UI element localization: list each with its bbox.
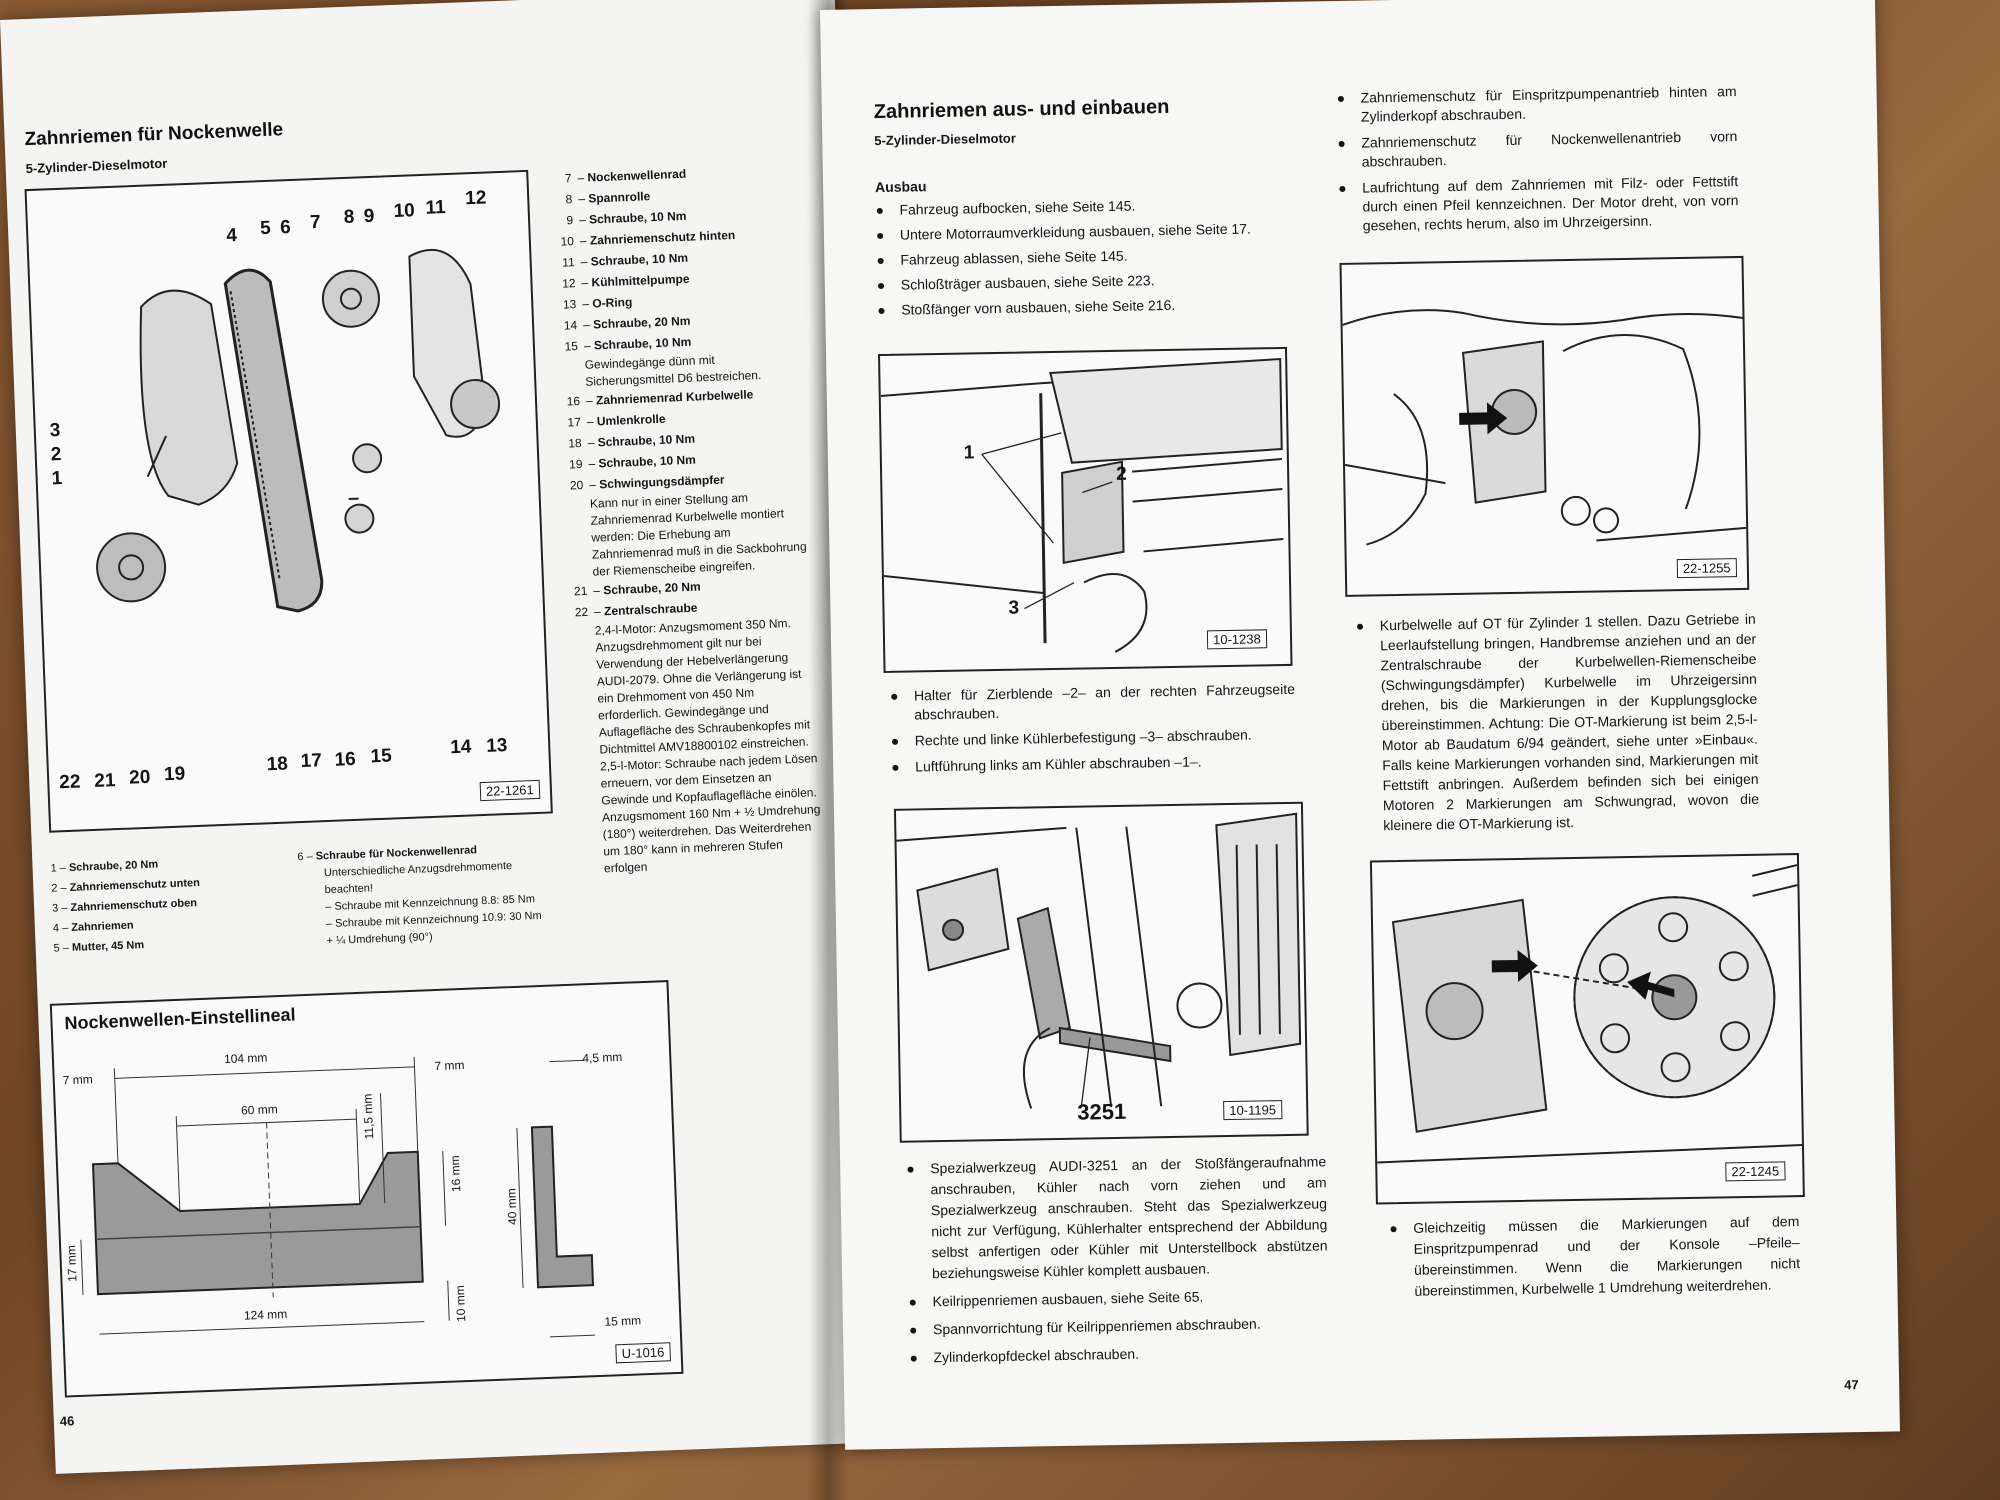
step-b3: Luftführung links am Kühler abschrauben … xyxy=(891,751,1296,777)
callout-15: 15 xyxy=(370,745,393,768)
steps-d: Zahnriemenschutz für Einspritzpumpenantr… xyxy=(1336,82,1739,243)
special-tool-illustration xyxy=(896,812,1302,1109)
figure-number-22-1255: 22-1255 xyxy=(1676,558,1737,579)
steps-c: Spezialwerkzeug AUDI-3251 an der Stoßfän… xyxy=(906,1151,1330,1375)
dim-60: 60 mm xyxy=(240,1102,278,1118)
dim-15: 15 mm xyxy=(604,1313,642,1329)
fig2-tool-number: 3251 xyxy=(1077,1098,1127,1125)
part-20-description: Kann nur in einer Stellung am Zahnriemen… xyxy=(589,490,807,579)
callout-8: 8 xyxy=(343,206,355,228)
step-f-block: Gleichzeitig müssen die Markierungen auf… xyxy=(1389,1211,1801,1309)
figure-10-1195: 3251 10-1195 xyxy=(893,801,1309,1143)
figure-number-10-1238: 10-1238 xyxy=(1206,629,1267,650)
callout-6: 6 xyxy=(279,216,292,239)
step-c3: Spannvorrichtung für Keilrippenriemen ab… xyxy=(909,1312,1329,1340)
callout-1: 1 xyxy=(51,467,63,490)
callout-3: 3 xyxy=(49,419,61,442)
figure-22-1245: 22-1245 xyxy=(1369,853,1805,1205)
fig1-callout-3: 3 xyxy=(1008,597,1020,619)
dim-124: 124 mm xyxy=(243,1306,288,1323)
ruler-figure: Nockenwellen-Einstellineal 104 mm xyxy=(49,980,684,1398)
right-page-subtitle: 5-Zylinder-Dieselmotor xyxy=(874,130,1016,149)
section-ausbau: Ausbau xyxy=(874,178,927,196)
callout-22: 22 xyxy=(58,771,81,794)
injection-pump-illustration xyxy=(1377,864,1802,1164)
left-page: Zahnriemen für Nockenwelle 5-Zylinder-Di… xyxy=(0,0,891,1474)
callout-21: 21 xyxy=(93,770,116,792)
bumper-radiator-illustration xyxy=(880,357,1284,653)
step-d2: Zahnriemenschutz für Nockenwellenantrieb… xyxy=(1337,127,1738,172)
step-a3: Fahrzeug ablassen, siehe Seite 145. xyxy=(876,244,1276,269)
left-page-title: Zahnriemen für Nockenwelle xyxy=(24,119,284,151)
figure-number-22-1261: 22-1261 xyxy=(479,779,541,802)
part-22-description-a: 2,4-l-Motor: Anzugsmoment 350 Nm. Anzugs… xyxy=(594,616,811,757)
step-d1: Zahnriemenschutz für Einspritzpumpenantr… xyxy=(1336,82,1737,127)
callout-13: 13 xyxy=(485,735,508,757)
exploded-view-figure: 4 5 6 7 8 9 10 11 12 3 2 1 22 21 20 19 1… xyxy=(24,169,553,833)
parts-list-bottom-left: 1 – Schraube, 20 Nm 2 – Zahnriemenschutz… xyxy=(50,850,284,959)
dim-104: 104 mm xyxy=(223,1050,268,1067)
dim-4-5: 4,5 mm xyxy=(582,1049,623,1066)
callout-12: 12 xyxy=(464,187,487,210)
figure-number-10-1195: 10-1195 xyxy=(1223,1100,1283,1121)
step-b2: Rechte und linke Kühlerbefestigung –3– a… xyxy=(891,725,1296,751)
callout-11: 11 xyxy=(425,197,447,219)
right-page-title: Zahnriemen aus- und einbauen xyxy=(873,95,1170,124)
step-e: Kurbelwelle auf OT für Zylinder 1 stelle… xyxy=(1356,609,1760,836)
step-c4: Zylinderkopfdeckel abschrauben. xyxy=(909,1340,1329,1368)
step-e-block: Kurbelwelle auf OT für Zylinder 1 stelle… xyxy=(1356,609,1760,843)
callout-14: 14 xyxy=(449,736,472,759)
callout-10: 10 xyxy=(393,200,416,223)
dim-7-left: 7 mm xyxy=(62,1072,93,1088)
steps-a: Fahrzeug aufbocken, siehe Seite 145. Unt… xyxy=(875,194,1277,326)
step-c1: Spezialwerkzeug AUDI-3251 an der Stoßfän… xyxy=(906,1151,1328,1284)
callout-9: 9 xyxy=(363,205,375,228)
parts-list-bottom-middle: 6 – Schraube für Nockenwellenrad Untersc… xyxy=(297,840,551,952)
callout-4: 4 xyxy=(226,225,238,247)
dim-40: 40 mm xyxy=(504,1187,520,1226)
part-22-description-b: 2,5-l-Motor: Schraube nach jedem Lösen e… xyxy=(599,751,821,876)
callout-19: 19 xyxy=(163,763,186,786)
callout-7: 7 xyxy=(309,211,321,234)
callout-18: 18 xyxy=(266,753,289,776)
figure-number-u-1016: U-1016 xyxy=(615,1342,671,1364)
step-a4: Schloßträger ausbauen, siehe Seite 223. xyxy=(877,269,1277,294)
figure-22-1255: 22-1255 xyxy=(1339,255,1750,597)
ruler-drawing xyxy=(80,1056,595,1338)
dim-7-right: 7 mm xyxy=(434,1057,465,1074)
right-page: Zahnriemen aus- und einbauen 5-Zylinder-… xyxy=(820,0,1900,1450)
fig1-callout-2: 2 xyxy=(1115,463,1127,485)
step-a2: Untere Motorraumverkleidung ausbauen, si… xyxy=(876,219,1276,244)
figure-number-22-1245: 22-1245 xyxy=(1725,1161,1786,1182)
step-a1: Fahrzeug aufbocken, siehe Seite 145. xyxy=(875,194,1275,219)
dim-10: 10 mm xyxy=(452,1285,469,1323)
step-c2: Keilrippenriemen ausbauen, siehe Seite 6… xyxy=(908,1284,1328,1312)
step-a5: Stoßfänger vorn ausbauen, siehe Seite 21… xyxy=(877,294,1277,319)
fig1-callout-1: 1 xyxy=(963,442,975,464)
dim-16: 16 mm xyxy=(447,1155,464,1193)
dim-11-5: 11,5 mm xyxy=(360,1093,377,1140)
page-number-47: 47 xyxy=(1844,1377,1859,1393)
step-b1: Halter für Zierblende –2– an der rechten… xyxy=(890,680,1296,725)
figure-10-1238: 1 2 3 10-1238 xyxy=(878,346,1293,673)
step-d3: Laufrichtung auf dem Zahnriemen mit Filz… xyxy=(1338,172,1739,236)
steps-b: Halter für Zierblende –2– an der rechten… xyxy=(890,680,1297,784)
page-number-46: 46 xyxy=(59,1413,75,1429)
timing-belt-illustration xyxy=(96,248,501,613)
callout-17: 17 xyxy=(300,750,323,772)
callout-16: 16 xyxy=(334,748,357,771)
step-f: Gleichzeitig müssen die Markierungen auf… xyxy=(1389,1211,1800,1302)
cylinder-head-illustration xyxy=(1342,309,1747,546)
dim-17: 17 mm xyxy=(64,1244,80,1283)
callout-5: 5 xyxy=(259,217,272,240)
callout-2: 2 xyxy=(50,443,62,466)
parts-list-right: 7– Nockenwellenrad 8– Spannrolle 9– Schr… xyxy=(541,160,823,879)
left-page-subtitle: 5-Zylinder-Dieselmotor xyxy=(25,155,168,177)
callout-20: 20 xyxy=(128,766,151,789)
